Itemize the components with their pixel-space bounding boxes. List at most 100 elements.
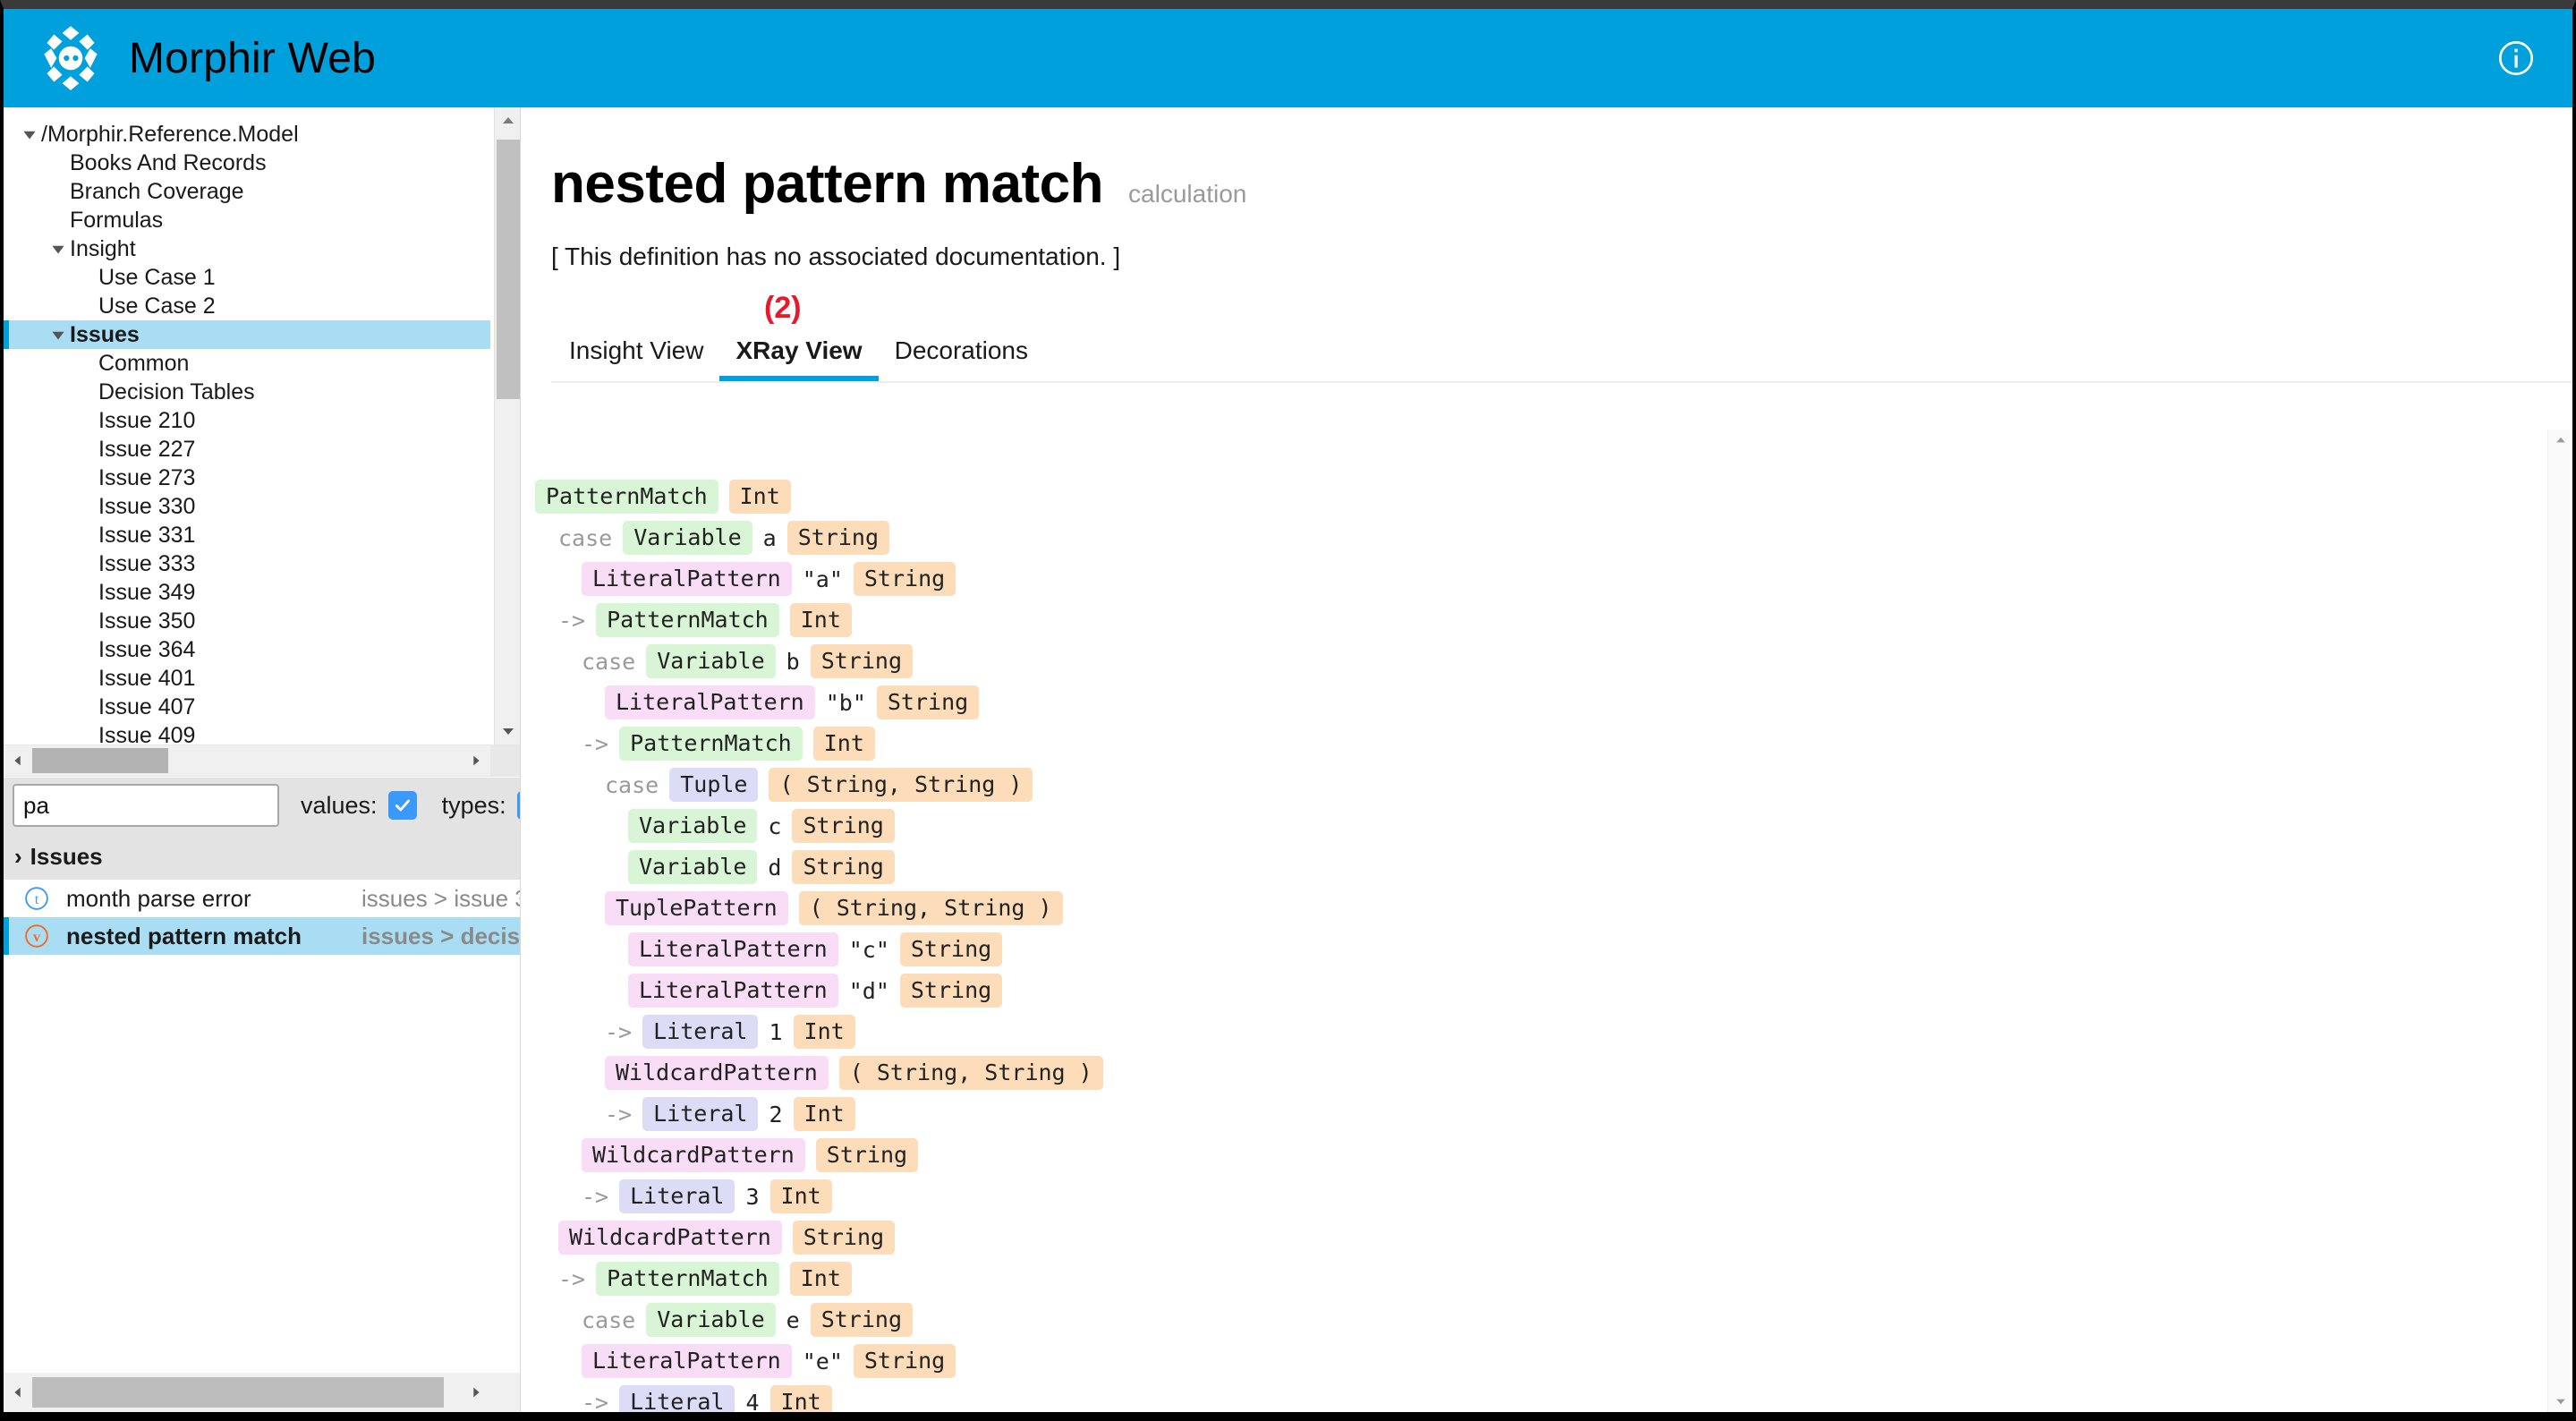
xray-chip-pat[interactable]: LiteralPattern (628, 932, 838, 966)
tree-item-morphir-reference-model[interactable]: /Morphir.Reference.Model (4, 120, 490, 149)
tree-item-issue-409[interactable]: Issue 409 (4, 721, 490, 745)
tree-scrollbar-thumb[interactable] (497, 140, 520, 399)
tree-item-books-and-records[interactable]: Books And Records (4, 149, 490, 177)
xray-chip-pat[interactable]: LiteralPattern (628, 974, 838, 1008)
xray-chip-type[interactable]: String (792, 1221, 896, 1255)
tree-item-use-case-1[interactable]: Use Case 1 (4, 263, 490, 292)
tree-item-issue-364[interactable]: Issue 364 (4, 635, 490, 664)
types-checkbox[interactable] (516, 791, 520, 820)
xray-chip-type[interactable]: ( String, String ) (798, 891, 1063, 925)
tree-vertical-scrollbar[interactable] (494, 107, 520, 745)
tree-item-issue-330[interactable]: Issue 330 (4, 492, 490, 521)
xray-chip-type[interactable]: String (786, 521, 890, 555)
xray-chip-expr[interactable]: PatternMatch (535, 480, 718, 514)
main-scroll-up-arrow-icon[interactable] (2548, 430, 2572, 451)
tree-item-common[interactable]: Common (4, 349, 490, 378)
xray-chip-type[interactable]: Int (789, 1262, 852, 1296)
tree-item-issue-349[interactable]: Issue 349 (4, 578, 490, 607)
xray-chip-type[interactable]: ( String, String ) (769, 768, 1033, 802)
tree-item-issue-273[interactable]: Issue 273 (4, 464, 490, 492)
xray-chip-expr[interactable]: Variable (628, 850, 758, 884)
xray-chip-type[interactable]: Int (812, 727, 875, 761)
tree-item-issue-407[interactable]: Issue 407 (4, 693, 490, 721)
page-hscrollbar-thumb[interactable] (32, 1377, 444, 1408)
values-checkbox[interactable] (387, 791, 417, 820)
xray-chip-pat[interactable]: LiteralPattern (582, 562, 792, 596)
tab-insight-view[interactable]: Insight View (569, 336, 704, 364)
xray-chip-expr[interactable]: Variable (628, 809, 758, 843)
xray-chip-type[interactable]: Int (728, 480, 791, 514)
xray-chip-expr[interactable]: Variable (646, 1303, 776, 1337)
values-filter[interactable]: values: (301, 791, 417, 820)
tree-item-branch-coverage[interactable]: Branch Coverage (4, 177, 490, 206)
xray-chip-lit[interactable]: Literal (619, 1385, 735, 1412)
xray-chip-lit[interactable]: Tuple (669, 768, 759, 802)
tree-horizontal-scrollbar[interactable] (4, 745, 520, 777)
tree-item-issue-401[interactable]: Issue 401 (4, 664, 490, 693)
xray-chip-type[interactable]: String (815, 1138, 919, 1172)
tree-item-insight[interactable]: Insight (4, 234, 490, 263)
xray-chip-pat[interactable]: LiteralPattern (582, 1344, 792, 1378)
page-scroll-left-arrow-icon[interactable] (4, 1373, 32, 1412)
chevron-down-icon[interactable] (47, 237, 70, 260)
tree-item-formulas[interactable]: Formulas (4, 206, 490, 234)
xray-chip-pat[interactable]: WildcardPattern (582, 1138, 805, 1172)
info-circle-icon[interactable] (2495, 38, 2537, 79)
xray-chip-type[interactable]: String (810, 1303, 914, 1337)
xray-chip-type[interactable]: String (853, 562, 956, 596)
xray-chip-type[interactable]: String (899, 974, 1003, 1008)
xray-value: "e" (802, 1348, 843, 1374)
tree-item-issues[interactable]: Issues (4, 320, 490, 349)
xray-chip-type[interactable]: ( String, String ) (838, 1056, 1103, 1090)
xray-chip-lit[interactable]: Literal (642, 1015, 759, 1049)
xray-chip-expr[interactable]: PatternMatch (596, 1262, 779, 1296)
main-vertical-scrollbar[interactable] (2547, 430, 2572, 1412)
xray-chip-expr[interactable]: PatternMatch (596, 603, 779, 637)
result-group-header[interactable]: › Issues (4, 833, 520, 880)
xray-chip-type[interactable]: String (810, 644, 914, 678)
tree-item-issue-227[interactable]: Issue 227 (4, 435, 490, 464)
xray-chip-pat[interactable]: WildcardPattern (605, 1056, 829, 1090)
chevron-down-icon[interactable] (18, 123, 41, 146)
types-filter[interactable]: types: (442, 791, 520, 820)
scroll-right-arrow-icon[interactable] (462, 745, 490, 776)
xray-chip-type[interactable]: String (899, 932, 1003, 966)
xray-chip-type[interactable]: String (853, 1344, 956, 1378)
xray-chip-pat[interactable]: WildcardPattern (558, 1221, 782, 1255)
page-scroll-right-arrow-icon[interactable] (462, 1373, 490, 1412)
xray-chip-lit[interactable]: Literal (619, 1179, 735, 1213)
tab-decorations[interactable]: Decorations (894, 336, 1028, 364)
tab-xray-view[interactable]: XRay View (719, 329, 879, 381)
page-horizontal-scrollbar[interactable] (4, 1373, 520, 1412)
xray-chip-type[interactable]: Int (789, 603, 852, 637)
tree-item-issue-210[interactable]: Issue 210 (4, 406, 490, 435)
xray-chip-type[interactable]: Int (769, 1385, 832, 1412)
chevron-down-icon[interactable] (47, 323, 70, 346)
main-scroll-down-arrow-icon[interactable] (2548, 1391, 2572, 1412)
tree-item-issue-331[interactable]: Issue 331 (4, 521, 490, 549)
tree-item-issue-350[interactable]: Issue 350 (4, 607, 490, 635)
xray-chip-lit[interactable]: Literal (642, 1097, 759, 1131)
xray-chip-expr[interactable]: Variable (623, 521, 752, 555)
xray-chip-type[interactable]: Int (769, 1179, 832, 1213)
xray-chip-expr[interactable]: Variable (646, 644, 776, 678)
tree-caret-placeholder (47, 180, 70, 203)
xray-chip-type[interactable]: Int (793, 1097, 855, 1131)
xray-chip-pat[interactable]: LiteralPattern (605, 685, 815, 719)
tree-item-use-case-2[interactable]: Use Case 2 (4, 292, 490, 320)
xray-chip-type[interactable]: String (876, 685, 980, 719)
scroll-up-arrow-icon[interactable] (495, 107, 520, 134)
tree-hscrollbar-thumb[interactable] (32, 748, 168, 773)
xray-chip-pat[interactable]: TuplePattern (605, 891, 788, 925)
search-input[interactable] (13, 784, 279, 827)
xray-chip-type[interactable]: Int (793, 1015, 855, 1049)
tree-item-decision-tables[interactable]: Decision Tables (4, 378, 490, 406)
scroll-left-arrow-icon[interactable] (4, 745, 32, 776)
tree-item-issue-333[interactable]: Issue 333 (4, 549, 490, 578)
xray-chip-type[interactable]: String (792, 850, 895, 884)
xray-chip-type[interactable]: String (792, 809, 895, 843)
scroll-down-arrow-icon[interactable] (495, 718, 520, 745)
xray-chip-expr[interactable]: PatternMatch (619, 727, 803, 761)
